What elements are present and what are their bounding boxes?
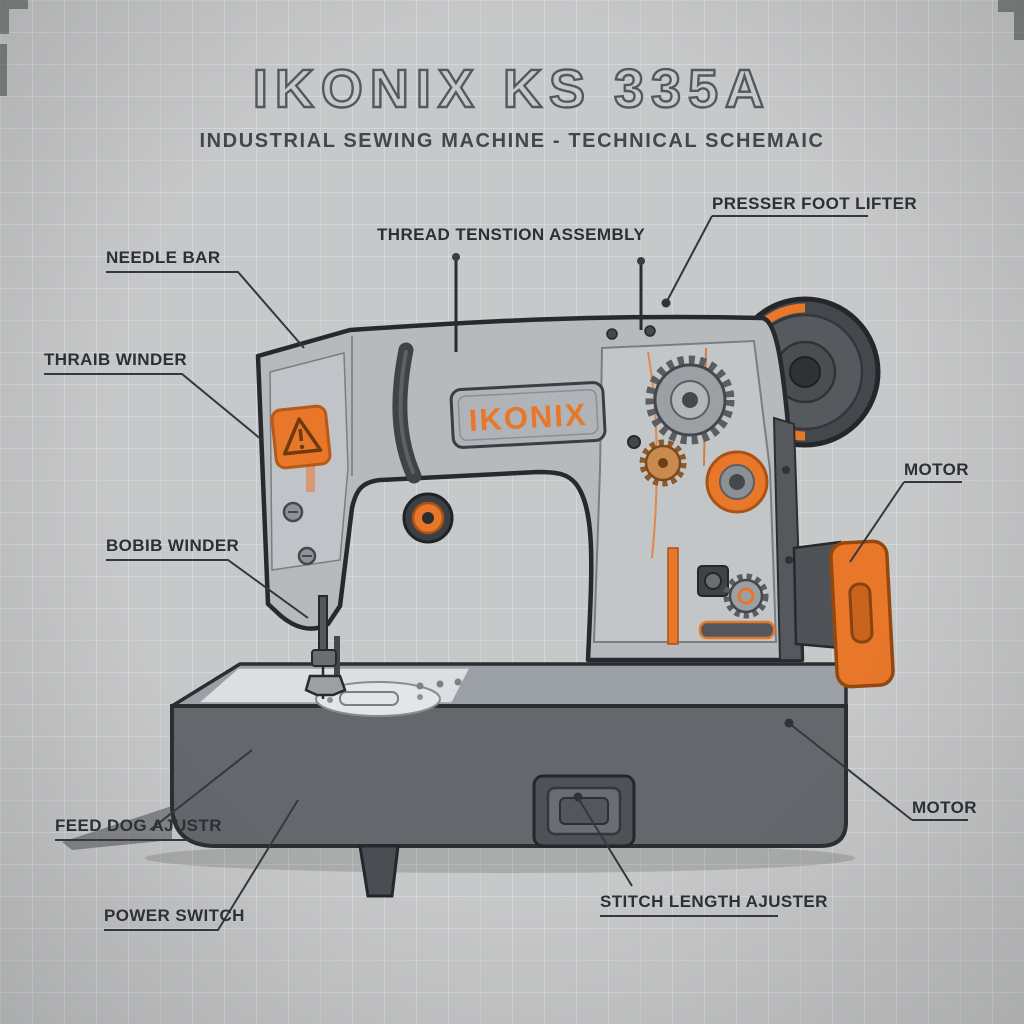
- page-title: IKONIX KS 335A: [252, 58, 772, 120]
- tension-knob: [402, 492, 454, 544]
- motor-slot: [848, 582, 874, 644]
- leader-stitch-length: [577, 797, 633, 887]
- gear-small-lower: [723, 573, 769, 619]
- ikonix-logo-panel: IKONIX: [449, 381, 607, 449]
- title-block: IKONIX KS 335A INDUSTRIAL SEWING MACHINE…: [0, 58, 1024, 153]
- machine-base: [62, 662, 855, 898]
- ikonix-logo-text: IKONIX: [468, 397, 588, 438]
- label-motor-lower: MOTOR: [912, 798, 977, 817]
- leader-motor-upper: [849, 481, 905, 563]
- label-presser-foot-lifter: PRESSER FOOT LIFTER: [712, 194, 918, 213]
- label-feed-dog-adjuster: FEED DOG AJUSTR: [55, 816, 222, 835]
- leader-needle-bar: [106, 271, 305, 349]
- label-thread-tension-assembly: THREAD TENSTION ASSEMBLY: [377, 225, 646, 244]
- presser-foot: [304, 674, 347, 697]
- gear-large: [645, 355, 735, 445]
- motor-block: [792, 539, 895, 689]
- machine-body: IKONIX: [255, 314, 805, 663]
- leader-dots: [573, 298, 794, 802]
- spool-pins: [452, 253, 645, 352]
- leader-thread-winder: [44, 373, 263, 441]
- label-power-switch: POWER SWITCH: [104, 906, 245, 925]
- label-stitch-length-adjuster: STITCH LENGTH AJUSTER: [600, 892, 828, 911]
- warning-triangle-icon: [282, 417, 323, 456]
- stitch-length-recess: [532, 774, 636, 848]
- label-thread-winder: THRAIB WINDER: [44, 350, 188, 369]
- needle-bar-rod: [318, 595, 328, 659]
- leader-presser-foot: [665, 215, 713, 304]
- base-foot: [358, 844, 400, 898]
- orange-slot: [698, 620, 776, 640]
- label-motor-upper: MOTOR: [904, 460, 969, 479]
- label-needle-bar: NEEDLE BAR: [106, 248, 221, 267]
- orange-rod: [667, 547, 679, 645]
- leader-bobbin-winder: [106, 559, 309, 619]
- needle-clamp: [311, 649, 337, 667]
- paper-stains: [0, 0, 1024, 96]
- throat-plate: [315, 681, 441, 717]
- gear-small-upper: [639, 439, 687, 487]
- base-soft-shadow: [145, 843, 855, 873]
- cam-box: [697, 565, 729, 597]
- label-bobbin-winder: BOBIB WINDER: [106, 536, 240, 555]
- pulley: [705, 450, 769, 514]
- leader-feed-dog: [149, 749, 253, 831]
- leader-lines: [44, 215, 968, 931]
- base-front-face: [170, 704, 848, 848]
- page-subtitle: INDUSTRIAL SEWING MACHINE - TECHNICAL SC…: [199, 130, 825, 152]
- gear-train: [639, 347, 776, 645]
- leader-power-switch: [104, 799, 299, 931]
- faceplate-screws: [282, 501, 317, 566]
- warning-sticker: [270, 404, 332, 470]
- leader-motor-lower: [789, 723, 913, 821]
- needle-assembly: [304, 595, 347, 699]
